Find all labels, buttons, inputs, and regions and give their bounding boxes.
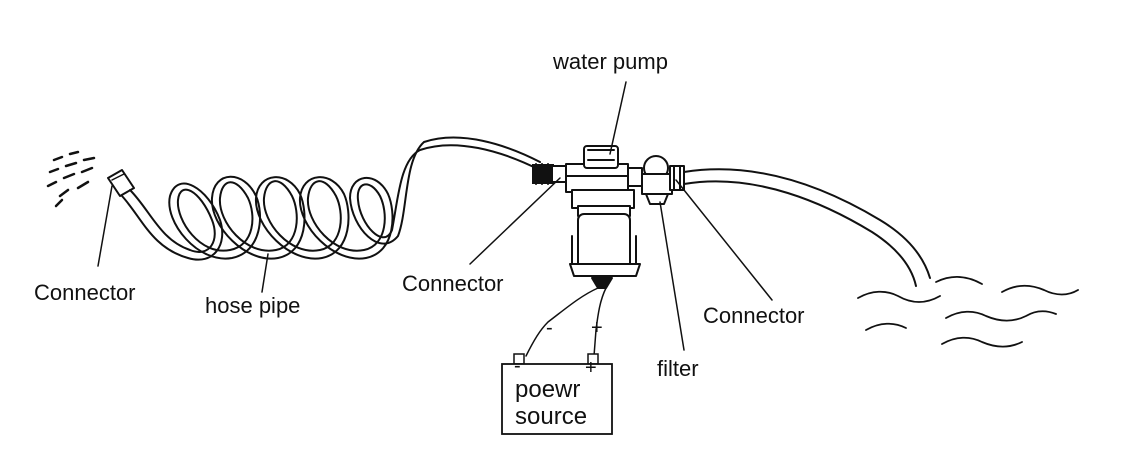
label-hose-pipe: hose pipe xyxy=(205,293,301,318)
leader-lines xyxy=(97,81,773,351)
label-connector-left: Connector xyxy=(34,280,136,305)
water-waves xyxy=(857,276,1079,348)
leader-connector-right xyxy=(675,179,773,301)
water-pump xyxy=(565,145,641,289)
leader-connector-middle xyxy=(469,177,561,265)
label-wire-plus: + xyxy=(591,317,603,339)
power-wires xyxy=(525,287,607,357)
leader-hose-pipe xyxy=(261,253,269,293)
power-source-box xyxy=(501,353,613,435)
label-power-source-line1: poewr xyxy=(515,376,581,403)
label-wire-minus: - xyxy=(546,317,553,339)
coiled-hose xyxy=(121,136,541,261)
label-water-pump: water pump xyxy=(553,49,668,74)
water-spray xyxy=(46,150,96,208)
label-terminal-plus: + xyxy=(585,357,597,379)
label-terminal-minus: - xyxy=(514,355,521,377)
label-filter: filter xyxy=(657,356,699,381)
label-connector-middle: Connector xyxy=(402,271,504,296)
connector-fitting-left xyxy=(532,163,567,185)
label-power-source-line2: source xyxy=(515,403,588,430)
leader-filter xyxy=(659,201,685,351)
spray-nozzle xyxy=(107,169,135,197)
leader-connector-left xyxy=(97,185,113,267)
leader-water-pump xyxy=(609,81,627,155)
intake-hose xyxy=(683,168,931,287)
label-connector-right: Connector xyxy=(703,303,805,328)
filter-unit xyxy=(627,155,685,205)
